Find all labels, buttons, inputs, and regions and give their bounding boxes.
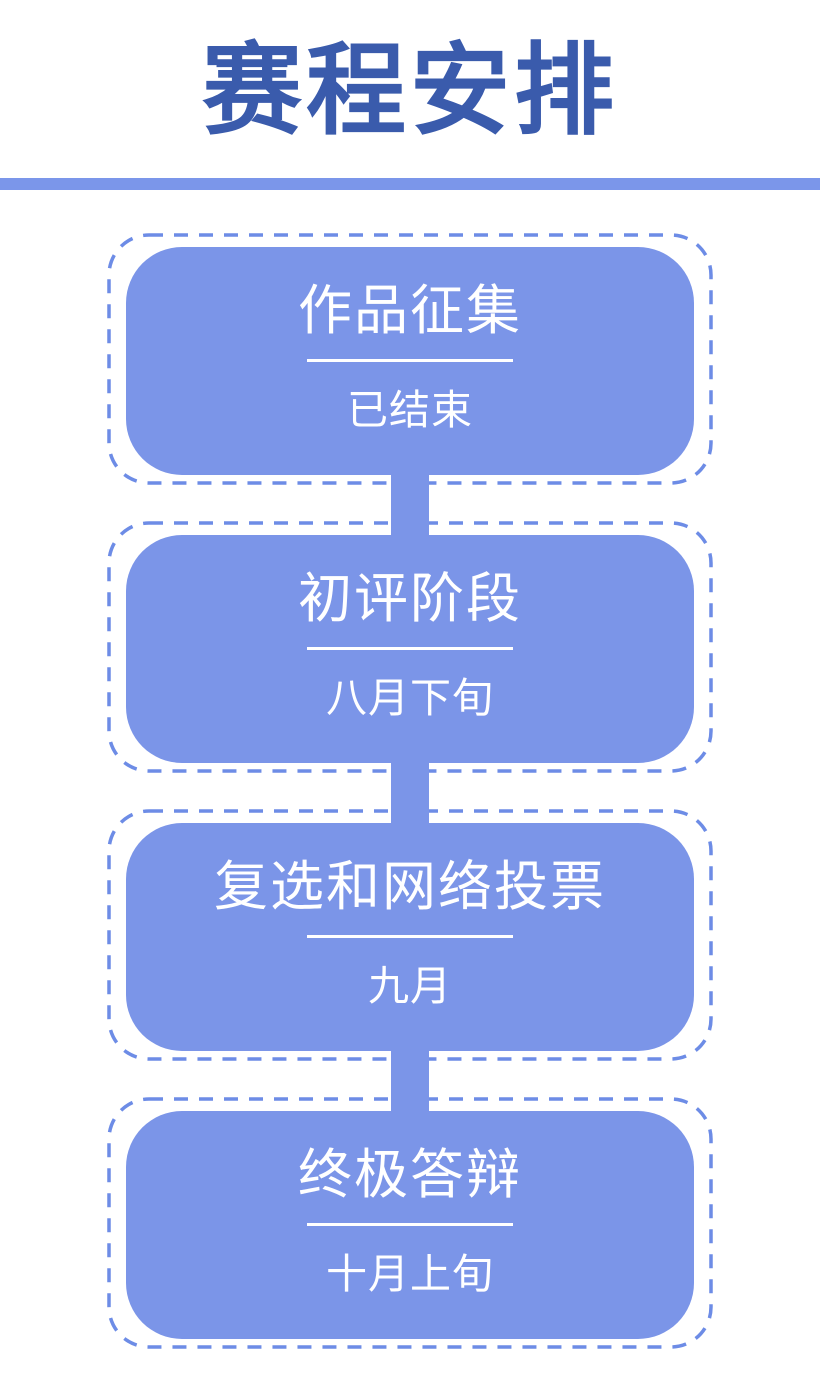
stage-underline	[307, 358, 513, 362]
stage-name-label: 初评阶段	[298, 569, 522, 630]
schedule-flow: 作品征集 已结束 初评阶段 八月下旬 复选和网络投票	[107, 233, 713, 1349]
stage-1: 作品征集 已结束	[107, 233, 713, 535]
title-divider	[0, 178, 820, 190]
stage-underline	[307, 934, 513, 938]
stage-name-label: 复选和网络投票	[214, 857, 606, 918]
stage-box: 初评阶段 八月下旬	[126, 535, 694, 763]
stage-underline	[307, 1222, 513, 1226]
connector-bar	[391, 1051, 429, 1111]
stage-underline	[307, 646, 513, 650]
stage-time-label: 九月	[368, 962, 452, 1009]
stage-name-label: 终极答辩	[298, 1145, 522, 1206]
stage-name-label: 作品征集	[298, 281, 522, 342]
stage-3: 复选和网络投票 九月	[107, 809, 713, 1111]
stage-time-label: 八月下旬	[326, 674, 494, 721]
stage-2: 初评阶段 八月下旬	[107, 521, 713, 823]
connector-bar	[391, 475, 429, 535]
stage-4: 终极答辩 十月上旬	[107, 1097, 713, 1349]
stage-time-label: 已结束	[347, 386, 473, 433]
page-title: 赛程安排	[202, 35, 618, 147]
stage-box: 作品征集 已结束	[126, 247, 694, 475]
stage-box: 复选和网络投票 九月	[126, 823, 694, 1051]
connector-bar	[391, 763, 429, 823]
stage-box: 终极答辩 十月上旬	[126, 1111, 694, 1339]
stage-time-label: 十月上旬	[326, 1250, 494, 1297]
